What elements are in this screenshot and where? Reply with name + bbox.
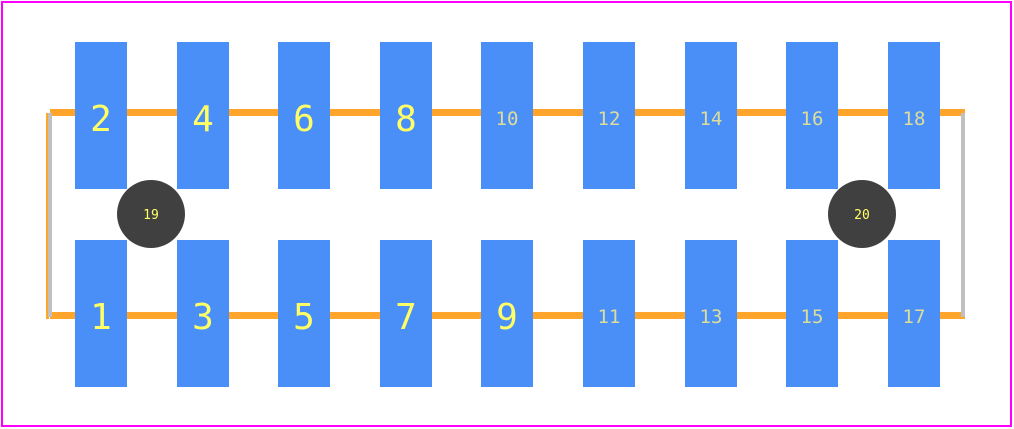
silk-left-line	[46, 113, 49, 319]
pad-5: 5	[278, 240, 330, 387]
pad-label: 16	[801, 108, 824, 130]
pad-label: 18	[903, 108, 926, 130]
pad-12: 12	[583, 42, 635, 189]
pad-label: 12	[598, 108, 621, 130]
pad-label: 11	[598, 306, 621, 328]
mount-hole-19: 19	[117, 180, 185, 248]
pad-label: 15	[801, 306, 824, 328]
pad-rect	[583, 240, 635, 387]
pad-rect	[278, 240, 330, 387]
pad-rect	[75, 240, 127, 387]
silk-right-inner	[961, 113, 965, 317]
mount-hole-label: 20	[854, 208, 870, 223]
pad-6: 6	[278, 42, 330, 189]
pad-rect	[177, 240, 229, 387]
pad-label: 8	[395, 99, 417, 140]
pad-rect	[481, 42, 533, 189]
silk-left-inner	[48, 113, 52, 317]
pad-label: 9	[496, 297, 518, 338]
pad-16: 16	[786, 42, 838, 189]
pad-17: 17	[888, 240, 940, 387]
pad-8: 8	[380, 42, 432, 189]
pad-rect	[481, 240, 533, 387]
pad-rect	[786, 240, 838, 387]
pad-label: 1	[90, 297, 112, 338]
pad-4: 4	[177, 42, 229, 189]
pad-13: 13	[685, 240, 737, 387]
pad-11: 11	[583, 240, 635, 387]
pad-rect	[888, 240, 940, 387]
mount-hole-20: 20	[828, 180, 896, 248]
pad-label: 17	[903, 306, 926, 328]
pad-label: 6	[293, 99, 315, 140]
pad-1: 1	[75, 240, 127, 387]
pad-rect	[278, 42, 330, 189]
mount-hole-label: 19	[143, 208, 159, 223]
pad-rect	[685, 240, 737, 387]
pad-7: 7	[380, 240, 432, 387]
pad-10: 10	[481, 42, 533, 189]
pad-rect	[380, 42, 432, 189]
pad-label: 5	[293, 297, 315, 338]
pad-3: 3	[177, 240, 229, 387]
pad-label: 10	[496, 108, 519, 130]
pad-label: 4	[192, 99, 214, 140]
pad-rect	[380, 240, 432, 387]
pad-label: 2	[90, 99, 112, 140]
pad-18: 18	[888, 42, 940, 189]
pad-15: 15	[786, 240, 838, 387]
pad-14: 14	[685, 42, 737, 189]
pad-rect	[685, 42, 737, 189]
pad-9: 9	[481, 240, 533, 387]
pad-label: 7	[395, 297, 417, 338]
pad-rect	[177, 42, 229, 189]
pad-label: 13	[700, 306, 723, 328]
pad-rect	[583, 42, 635, 189]
pad-rect	[75, 42, 127, 189]
pad-rect	[888, 42, 940, 189]
pad-label: 14	[700, 108, 723, 130]
pad-2: 2	[75, 42, 127, 189]
mount-hole-circle	[117, 180, 185, 248]
mount-hole-circle	[828, 180, 896, 248]
pad-label: 3	[192, 297, 214, 338]
pad-rect	[786, 42, 838, 189]
